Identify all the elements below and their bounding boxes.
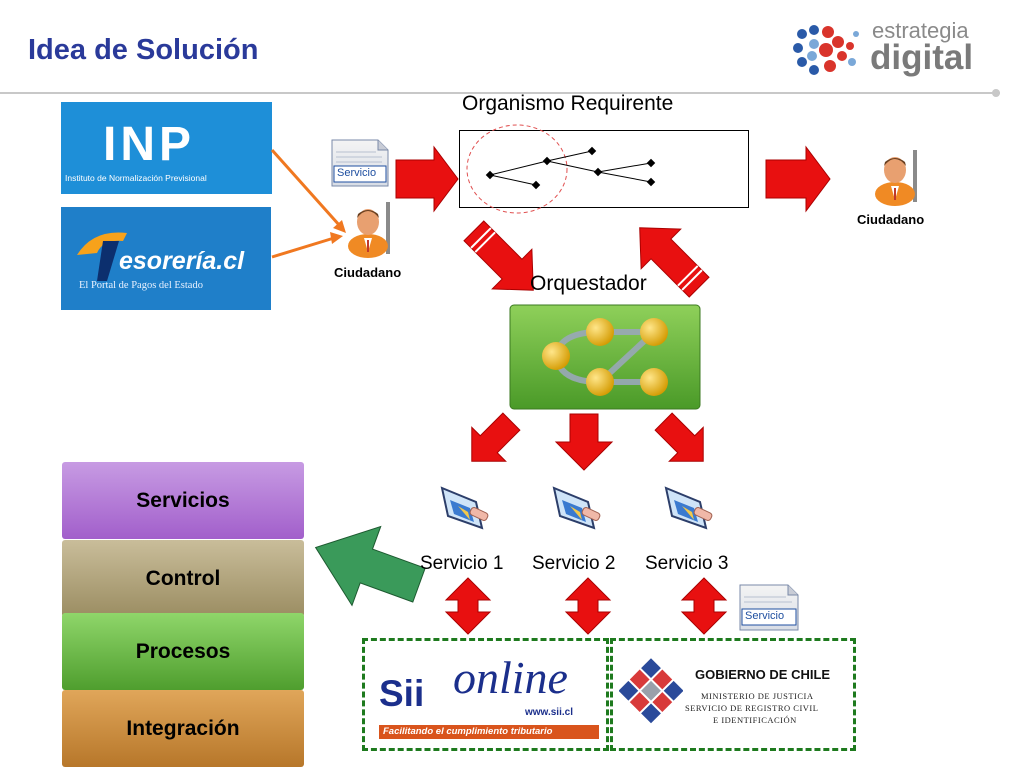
servicio-document-icon-bottom	[739, 584, 799, 631]
registro-civil-emblem-icon	[619, 658, 683, 724]
arrow-to-orquestador	[463, 220, 534, 291]
ciudadano-left-icon	[348, 202, 390, 258]
ciudadano-left-label: Ciudadano	[334, 265, 402, 280]
orquestador-icon	[509, 304, 701, 410]
layer-procesos: Procesos	[62, 613, 304, 690]
header-divider-dot	[992, 89, 1000, 97]
bidirectional-arrow-1	[444, 577, 492, 635]
sii-url: www.sii.cl	[525, 707, 573, 718]
header-divider	[0, 92, 1000, 94]
arrow-to-servicio-2	[554, 413, 614, 471]
logo-dots-icon	[793, 25, 859, 75]
inp-connector	[270, 148, 342, 228]
arrow-to-ciudadano	[765, 145, 831, 213]
estrategia-digital-logo: estrategia digital	[792, 18, 987, 80]
registro-civil-backend: GOBIERNO DE CHILE MINISTERIO DE JUSTICIA…	[610, 638, 856, 751]
sii-online-backend: Sii online www.sii.cl Facilitando el cum…	[362, 638, 609, 751]
bidirectional-arrow-2	[564, 577, 612, 635]
slide-title: Idea de Solución	[28, 34, 259, 66]
arrow-to-servicio-3	[654, 412, 704, 462]
gobierno-title: GOBIERNO DE CHILE	[695, 667, 831, 682]
servicio-2-icon	[552, 486, 601, 530]
layer-servicios: Servicios	[62, 462, 304, 539]
ciudadano-right-label: Ciudadano	[857, 212, 925, 227]
sii-online-text: online	[453, 652, 568, 703]
tesoreria-logo-subtitle: El Portal de Pagos del Estado	[79, 280, 203, 291]
tesoreria-connector	[271, 236, 335, 259]
arrow-into-organismo	[395, 145, 459, 213]
inp-connector-head	[333, 220, 346, 233]
orquestador-title: Orquestador	[530, 272, 647, 295]
gobierno-line3: E IDENTIFICACIÓN	[713, 715, 797, 725]
servicio-1-label: Servicio 1	[420, 553, 504, 574]
servicio-doc-label-top: Servicio	[337, 167, 377, 179]
tesoreria-logo-text: esorería.cl	[119, 247, 245, 275]
arrow-to-servicio-1	[471, 412, 521, 462]
servicio-3-label: Servicio 3	[645, 553, 729, 574]
tesoreria-logo: esorería.cl El Portal de Pagos del Estad…	[61, 207, 271, 310]
inp-logo-subtitle: Instituto de Normalización Previsional	[65, 173, 207, 183]
servicio-2-label: Servicio 2	[532, 553, 616, 574]
ciudadano-right-icon	[875, 150, 917, 206]
arrow-to-control-layer	[314, 525, 426, 607]
tesoreria-swoosh-icon	[77, 232, 127, 281]
logo-line1: estrategia	[872, 18, 969, 43]
layer-integracion: Integración	[62, 690, 304, 767]
inp-logo-text: INP	[103, 118, 196, 171]
organismo-title: Organismo Requirente	[462, 92, 674, 115]
gobierno-line1: MINISTERIO DE JUSTICIA	[701, 691, 814, 701]
servicio-doc-label-bottom: Servicio	[745, 610, 785, 622]
logo-line2: digital	[870, 38, 974, 77]
servicio-document-icon-top	[331, 139, 389, 187]
gobierno-line2: SERVICIO DE REGISTRO CIVIL	[685, 703, 819, 713]
servicio-1-icon	[440, 486, 489, 530]
sii-logo-text: Sii	[379, 673, 425, 714]
organismo-box	[459, 130, 749, 208]
arrow-to-organismo	[639, 227, 710, 298]
sii-tagline: Facilitando el cumplimiento tributario	[379, 725, 599, 739]
inp-logo: INP Instituto de Normalización Prevision…	[61, 102, 272, 194]
bidirectional-arrow-3	[680, 577, 728, 635]
servicio-3-icon	[664, 486, 713, 530]
layer-control: Control	[62, 540, 304, 617]
tesoreria-connector-head	[330, 232, 343, 244]
